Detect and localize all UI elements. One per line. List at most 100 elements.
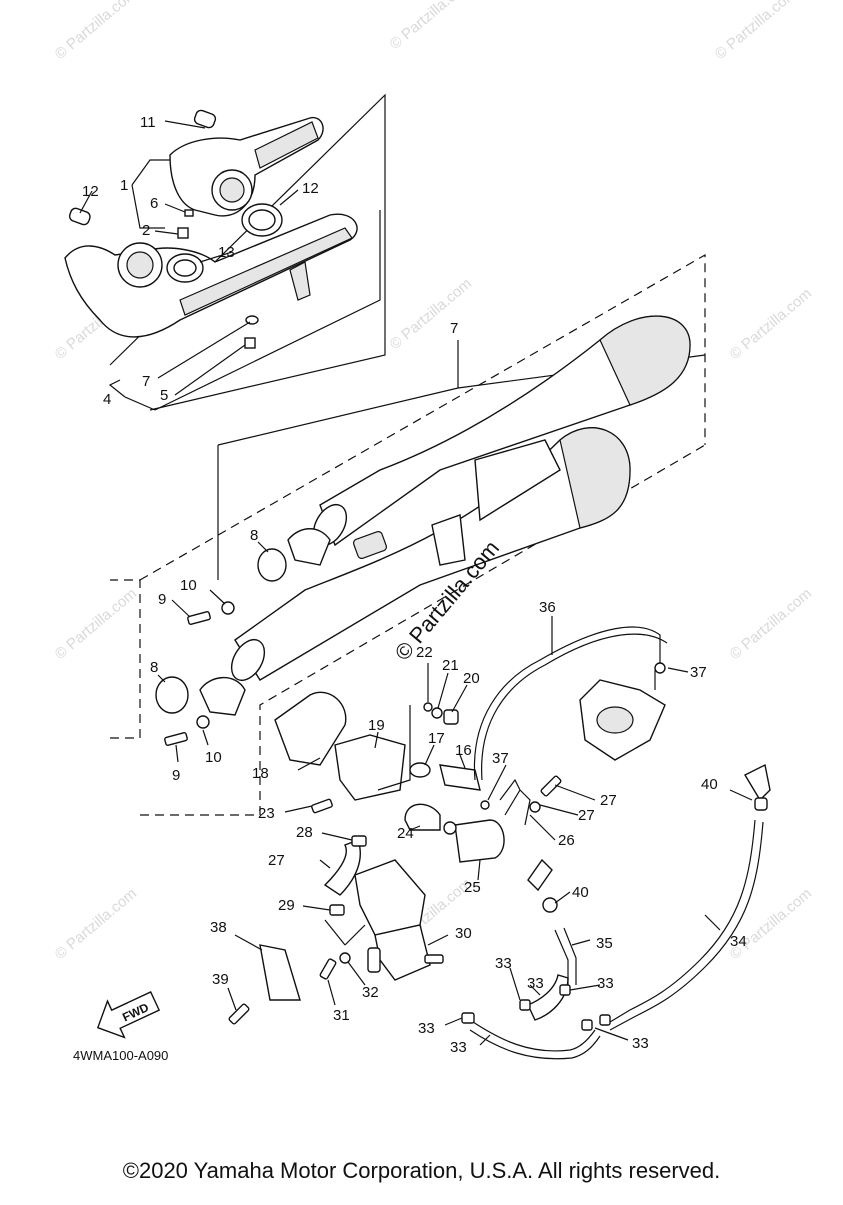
hose-13 [439, 764, 481, 791]
callout-label: 33 [632, 1035, 649, 1052]
clamp-33e [599, 1014, 611, 1026]
callout-label: 1 [120, 177, 128, 194]
washer-10b [196, 715, 210, 729]
callout-label: 8 [150, 659, 158, 676]
clamp-33d [581, 1019, 593, 1031]
callout-label: 8 [250, 527, 258, 544]
bolt-9b [164, 732, 188, 746]
callout-label: 32 [362, 984, 379, 1001]
ais-valve-28 [374, 924, 431, 981]
callout-label: 37 [492, 750, 509, 767]
watermark-tile: © Partzilla.com [727, 885, 815, 963]
bolt-2 [177, 227, 189, 239]
callout-label: 17 [428, 730, 445, 747]
callout-label: 13 [218, 244, 235, 261]
reed-valve-22 [454, 819, 505, 863]
callout-label: 18 [252, 765, 269, 782]
washer-18 [431, 707, 443, 719]
callout-label: 33 [597, 975, 614, 992]
callout-label: 24 [397, 825, 414, 842]
callout-label: 27 [268, 852, 285, 869]
callout-label: 23 [258, 805, 275, 822]
air-induction-group: FWD [96, 616, 771, 1060]
bolt-11b [68, 207, 91, 226]
callout-label: 30 [455, 925, 472, 942]
callout-label: 20 [463, 670, 480, 687]
clip-37b [480, 800, 490, 810]
cap-40a [744, 763, 771, 802]
hose-32 [469, 1019, 596, 1052]
callout-label: 9 [158, 591, 166, 608]
callout-label: 4 [103, 391, 111, 408]
clamp-27a [351, 835, 367, 847]
nut-17 [443, 709, 459, 725]
bracket-23 [499, 778, 531, 826]
watermark-tile: © Partzilla.com [727, 285, 815, 363]
bolt-9a [187, 611, 211, 625]
bracket-38 [259, 944, 301, 1001]
bolt-11a [193, 109, 217, 129]
watermark-tile: © Partzilla.com [52, 0, 140, 63]
watermark-tile: © Partzilla.com [52, 585, 140, 663]
washer-19 [423, 702, 433, 712]
hose-34 [604, 819, 756, 1026]
callout-label: 7 [450, 320, 458, 337]
washer-3 [184, 209, 194, 217]
clamp-14 [409, 762, 431, 778]
callout-label: 11 [140, 114, 156, 131]
callout-label: 36 [539, 599, 556, 616]
exhaust-pipe-group [64, 93, 386, 411]
callout-label: 16 [455, 742, 472, 759]
callout-label: 39 [212, 971, 229, 988]
callout-label: 22 [416, 644, 433, 661]
callout-label: 10 [180, 577, 197, 594]
callout-label: 31 [333, 1007, 350, 1024]
cap-40b [527, 858, 553, 892]
callout-label: 2 [142, 222, 150, 239]
callout-label: 21 [442, 657, 459, 674]
vacuum-hose-36 [473, 626, 661, 781]
clamp-33c [461, 1012, 475, 1024]
watermark-tile: © Partzilla.com [52, 885, 140, 963]
callout-label: 25 [464, 879, 481, 896]
bolt-5 [244, 337, 256, 349]
bolt-39 [228, 1003, 250, 1025]
callout-label: 5 [160, 387, 168, 404]
cover-15 [274, 691, 347, 766]
sleeve-8a [257, 548, 287, 582]
hose-21 [404, 803, 441, 831]
ais-bracket [354, 859, 426, 936]
callout-label: 40 [572, 884, 589, 901]
callout-label: 34 [730, 933, 747, 950]
bolt-20 [311, 798, 333, 814]
callout-label: 12 [302, 180, 319, 197]
washer-10a [221, 601, 235, 615]
watermark-tile: © Partzilla.com [712, 0, 800, 63]
callout-label: 38 [210, 919, 227, 936]
callout-label: 29 [278, 897, 295, 914]
callout-label: 33 [450, 1039, 467, 1056]
fwd-arrow-icon: FWD [96, 991, 161, 1039]
callout-label: 6 [150, 195, 158, 212]
callout-label: 19 [368, 717, 385, 734]
callout-label: 35 [596, 935, 613, 952]
bolt-29 [319, 958, 337, 980]
clamp-33b [559, 984, 571, 996]
clip-37a [654, 662, 666, 674]
callout-label: 27 [600, 792, 617, 809]
callout-label: 10 [205, 749, 222, 766]
callout-label: 7 [142, 373, 150, 390]
callout-label: 26 [558, 832, 575, 849]
part-code: 4WMA100-A090 [73, 1048, 168, 1063]
copyright-footer: ©2020 Yamaha Motor Corporation, U.S.A. A… [122, 1158, 721, 1183]
washer-30 [339, 952, 351, 964]
bracket-16 [334, 734, 406, 801]
clamp-27b [329, 904, 345, 916]
clamp-33a [519, 999, 531, 1011]
callout-label: 33 [527, 975, 544, 992]
callout-label: 33 [418, 1020, 435, 1037]
callout-label: 27 [578, 807, 595, 824]
hose-35 [554, 929, 569, 985]
